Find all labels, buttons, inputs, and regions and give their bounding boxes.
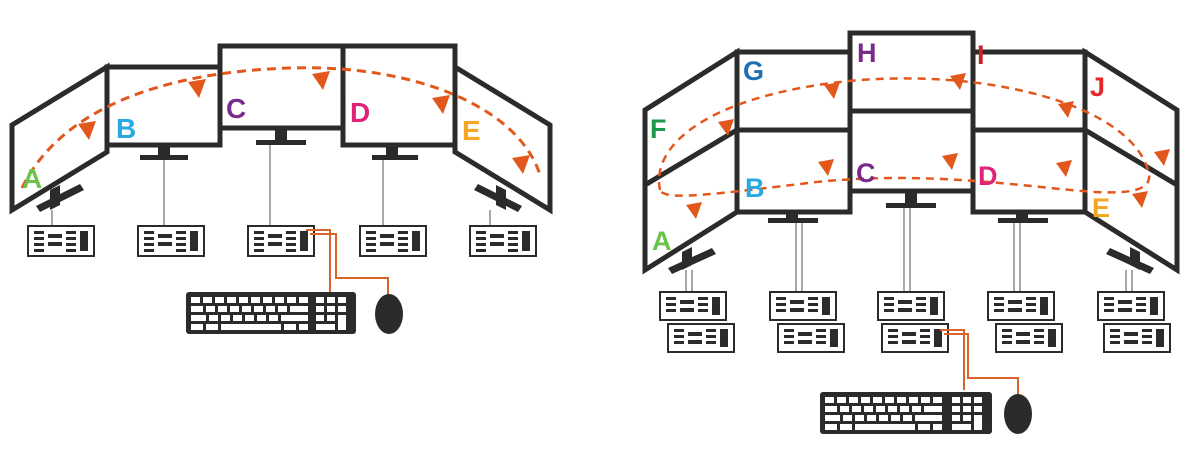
- screen-label-b: B: [745, 173, 765, 203]
- computer-icon: [247, 225, 315, 257]
- screen-label-c: C: [856, 158, 876, 188]
- left-cursor-arrows: [78, 71, 530, 174]
- computer-icon: [777, 323, 845, 353]
- screen-label-g: G: [743, 56, 764, 86]
- right-video-cables: [685, 208, 1133, 292]
- keyboard-icon: [186, 292, 356, 334]
- cursor-arrow-icon: [78, 121, 96, 140]
- mouse-icon: [1004, 394, 1032, 434]
- left-monitor-e: [452, 62, 553, 215]
- computer-icon: [995, 323, 1063, 353]
- computer-icon: [881, 323, 949, 353]
- cursor-arrow-icon: [512, 155, 530, 174]
- cursor-arrow-icon: [188, 79, 206, 98]
- right-computers: [659, 291, 1171, 353]
- right-mouse-cable: [944, 333, 1019, 396]
- right-monitor-b: [734, 127, 853, 215]
- right-setup: F G H I J A B C D E: [642, 30, 1180, 434]
- cursor-arrow-icon: [312, 71, 330, 90]
- screen-label-a: A: [22, 163, 42, 194]
- screen-label-f: F: [650, 114, 667, 144]
- computer-icon: [27, 225, 95, 257]
- computer-icon: [137, 225, 205, 257]
- screen-label-d: D: [350, 97, 370, 128]
- keyboard-icon: [820, 392, 992, 434]
- cursor-arrow-icon: [824, 82, 840, 99]
- computer-icon: [659, 291, 727, 321]
- cursor-arrow-icon: [432, 95, 450, 114]
- screen-label-e: E: [1092, 193, 1110, 223]
- right-cursor-arrows: [686, 73, 1170, 219]
- computer-icon: [1097, 291, 1165, 321]
- screen-label-h: H: [857, 38, 877, 68]
- screen-label-j: J: [1090, 72, 1105, 102]
- left-setup: A B C D E: [9, 43, 553, 334]
- cursor-arrow-icon: [1056, 160, 1072, 177]
- left-computers: [27, 225, 537, 257]
- screen-label-d: D: [978, 161, 998, 191]
- computer-icon: [1103, 323, 1171, 353]
- cursor-arrow-icon: [942, 153, 958, 170]
- screen-label-e: E: [462, 115, 481, 146]
- mouse-icon: [375, 294, 403, 334]
- screen-label-b: B: [116, 113, 136, 144]
- computer-icon: [359, 225, 427, 257]
- cursor-arrow-icon: [950, 73, 966, 90]
- cursor-arrow-icon: [1058, 101, 1074, 118]
- right-monitor-i: [970, 49, 1088, 133]
- computer-icon: [877, 291, 945, 321]
- cursor-arrow-icon: [1132, 191, 1148, 208]
- cursor-arrow-icon: [718, 119, 734, 136]
- computer-icon: [769, 291, 837, 321]
- left-video-cables: [51, 145, 491, 226]
- left-mouse-path: [20, 66, 542, 189]
- computer-icon: [667, 323, 735, 353]
- computer-icon: [469, 225, 537, 257]
- left-monitor-d: [340, 43, 458, 160]
- computer-icon: [987, 291, 1055, 321]
- right-mouse-path: [657, 77, 1151, 197]
- cursor-arrow-icon: [686, 202, 702, 219]
- cursor-arrow-icon: [1154, 149, 1170, 166]
- left-keyboard-cable: [306, 229, 331, 292]
- screen-label-c: C: [226, 93, 246, 124]
- screen-label-i: I: [977, 40, 985, 70]
- cursor-arrow-icon: [818, 159, 834, 176]
- screen-label-a: A: [652, 226, 672, 256]
- left-mouse-cable: [310, 233, 389, 296]
- right-monitor-stands: [668, 191, 1154, 274]
- right-keyboard-cable: [940, 329, 965, 390]
